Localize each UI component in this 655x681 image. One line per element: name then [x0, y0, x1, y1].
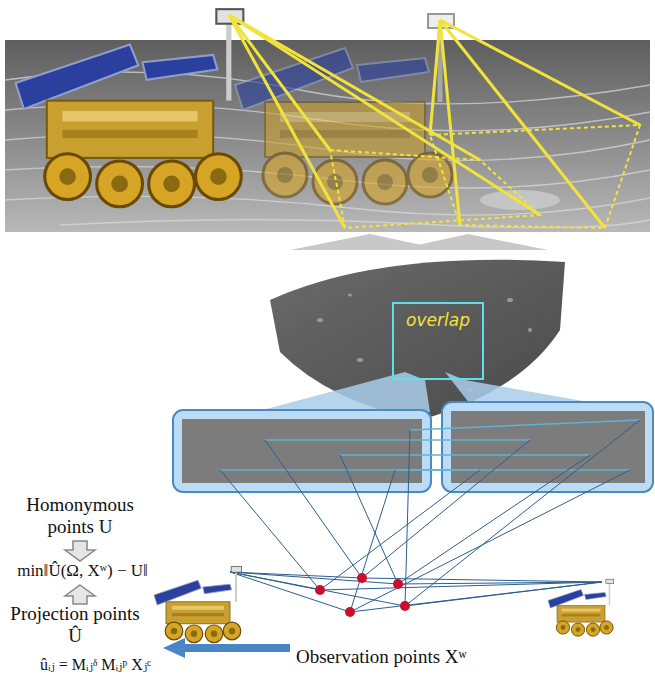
camera-rays — [229, 15, 640, 228]
overlap-box: overlap — [392, 302, 484, 380]
observation-points — [315, 573, 410, 617]
projection-formula: ûᵢⱼ = Mᵢⱼᵟ Mᵢⱼᵖ Xⱼᶜ — [40, 656, 230, 674]
rover-right — [235, 14, 454, 204]
annotation: Projection points Û — [5, 603, 145, 647]
objective-formula: min‖Û(Ω, Xʷ) − U‖ — [0, 561, 165, 581]
rover-bottom-right — [548, 579, 614, 636]
callout-right — [442, 402, 653, 492]
footprint-outline — [330, 125, 640, 228]
hollow-arrow-down — [65, 541, 95, 561]
hollow-arrow-up — [65, 585, 95, 604]
match-lines — [220, 420, 640, 470]
node-text: overlap — [398, 310, 478, 330]
annotation: Observation points Xʷ — [296, 646, 536, 668]
zoom-wedges — [290, 234, 548, 250]
projection-arrow — [163, 638, 290, 658]
rover-bottom-left — [154, 567, 242, 643]
rover-left — [16, 9, 244, 207]
annotation: Homonymous points U — [5, 494, 155, 538]
ray-lines — [220, 420, 640, 612]
